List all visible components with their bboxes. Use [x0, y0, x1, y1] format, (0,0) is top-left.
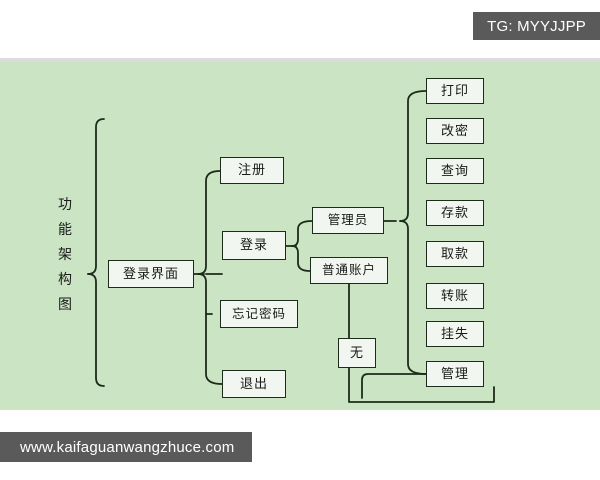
node-label: 注册 [237, 163, 266, 178]
title-char-2: 架 [58, 247, 72, 263]
node-label: 管理员 [327, 212, 369, 228]
node-login-interface[interactable]: 登录界面 [108, 260, 194, 288]
edge-root-bracket-top [87, 118, 105, 275]
node-login[interactable]: 登录 [222, 231, 286, 260]
node-change-password[interactable]: 改密 [426, 118, 484, 144]
node-label: 登录 [239, 238, 268, 253]
node-exit[interactable]: 退出 [222, 370, 286, 398]
node-label: 登录界面 [122, 266, 179, 282]
connector-edges [87, 90, 495, 403]
node-manage[interactable]: 管理 [426, 361, 484, 387]
node-label: 挂失 [440, 326, 469, 342]
node-withdraw[interactable]: 取款 [426, 241, 484, 267]
node-label: 忘记密码 [231, 305, 286, 321]
node-none[interactable]: 无 [338, 338, 376, 368]
node-report-loss[interactable]: 挂失 [426, 321, 484, 347]
node-label: 普通账户 [321, 262, 376, 278]
node-label: 转账 [440, 288, 469, 304]
edge-level2-bracket-top [197, 170, 221, 275]
diagram-canvas: 功 能 架 构 图 [0, 58, 600, 410]
node-label: 退出 [239, 376, 268, 392]
watermark-bottom: www.kaifaguanwangzhuce.com [0, 432, 253, 462]
node-label: 打印 [440, 83, 469, 99]
watermark-top: TG: MYYJJPP [473, 12, 600, 40]
node-register[interactable]: 注册 [220, 157, 284, 184]
edge-level2-bracket-bottom [197, 273, 223, 385]
node-deposit[interactable]: 存款 [426, 200, 484, 226]
node-forgot-password[interactable]: 忘记密码 [220, 300, 298, 328]
edge-root-bracket-bottom [87, 273, 105, 387]
title-char-4: 图 [58, 297, 72, 313]
edge-level3-bracket-bottom [291, 245, 311, 272]
node-label: 存款 [440, 205, 469, 221]
diagram-title-vertical: 功 能 架 构 图 [52, 193, 78, 318]
node-query[interactable]: 查询 [426, 158, 484, 184]
node-label: 管理 [440, 366, 469, 382]
title-char-3: 构 [58, 272, 72, 288]
edge-level4-bracket-top [399, 90, 427, 222]
node-label: 取款 [440, 246, 469, 262]
node-label: 无 [349, 345, 364, 361]
edge-guanli-return-hook [361, 373, 427, 399]
node-regular-account[interactable]: 普通账户 [310, 257, 388, 284]
node-print[interactable]: 打印 [426, 78, 484, 104]
node-label: 改密 [440, 123, 469, 139]
node-label: 查询 [440, 163, 469, 179]
title-char-1: 能 [58, 222, 72, 238]
edge-level3-bracket-top [291, 220, 313, 247]
node-transfer[interactable]: 转账 [426, 283, 484, 309]
title-char-0: 功 [58, 197, 72, 213]
node-administrator[interactable]: 管理员 [312, 207, 384, 234]
edge-level4-bracket-bottom [399, 220, 427, 375]
